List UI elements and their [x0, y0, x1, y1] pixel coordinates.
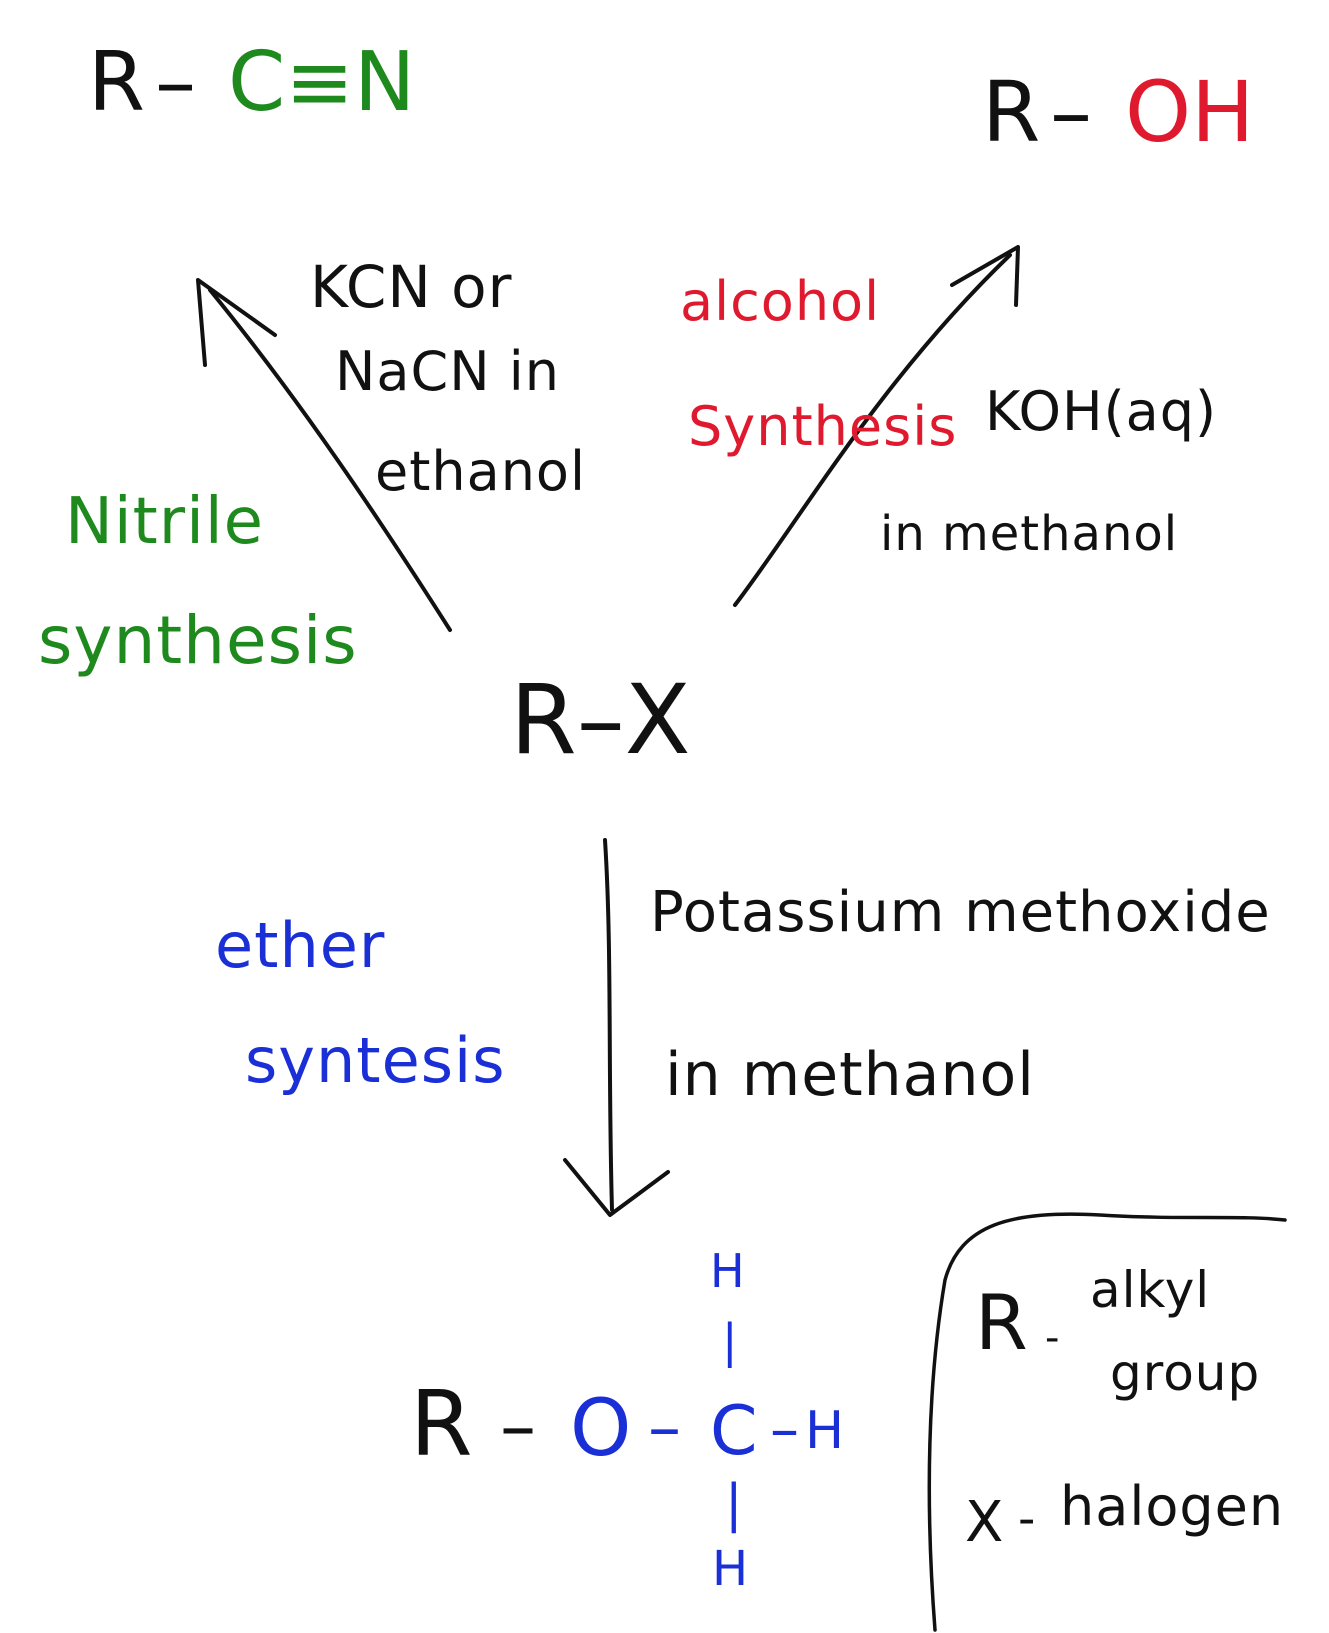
ether-synthesis-title-line1: ether [215, 909, 386, 982]
nitrile-reagent-line1: KCN or [310, 253, 513, 321]
nitrile-product-r: R [88, 35, 145, 130]
alcohol-synthesis-title-line2: Synthesis [688, 395, 958, 458]
legend-x-symbol: X [965, 1490, 1004, 1555]
ether-bond-vertical-bottom: | [725, 1474, 743, 1534]
ether-synthesis-title-line2: syntesis [245, 1024, 506, 1097]
legend-r-meaning-line1: alkyl [1090, 1261, 1211, 1319]
ether-bond-c-h: – [770, 1395, 799, 1463]
alcohol-product-bond: – [1050, 63, 1092, 161]
arrow-to-ether [563, 838, 670, 1217]
nitrile-reagent-line2: NaCN in [335, 340, 560, 403]
ether-reagent-line2: in methanol [665, 1040, 1035, 1110]
ether-product-r: R [410, 1372, 473, 1477]
ether-bond-o-c: – [648, 1389, 681, 1466]
nitrile-group: C≡N [228, 35, 416, 130]
arrow-to-alcohol [733, 245, 1020, 607]
nitrile-reagent-line3: ethanol [375, 440, 586, 503]
alcohol-synthesis-title-line1: alcohol [680, 270, 881, 333]
nitrile-product-bond: – [155, 35, 196, 130]
ether-carbon: C [710, 1392, 758, 1471]
ether-bond-r-o: – [500, 1384, 536, 1468]
legend-x-dash: - [1018, 1491, 1036, 1547]
legend-x-meaning: halogen [1060, 1475, 1285, 1538]
hydroxyl-group: OH [1125, 63, 1255, 161]
nitrile-synthesis-title-line2: synthesis [38, 602, 358, 679]
alcohol-reagent-line2: in methanol [880, 506, 1179, 562]
legend-r-meaning-line2: group [1110, 1344, 1261, 1402]
reactant-alkyl-halide: R–X [510, 664, 691, 776]
arrow-to-nitrile [196, 278, 452, 632]
ether-bond-vertical-top: | [722, 1314, 738, 1368]
alcohol-product-r: R [982, 63, 1041, 161]
nitrile-synthesis-title-line1: Nitrile [65, 485, 264, 559]
ether-hydrogen-bottom: H [712, 1541, 749, 1597]
ether-hydrogen-right: H [805, 1401, 845, 1461]
legend-r-symbol: R [975, 1278, 1028, 1367]
legend-r-dash: - [1045, 1315, 1060, 1361]
ether-oxygen: O [570, 1384, 632, 1474]
ether-hydrogen-top: H [710, 1244, 745, 1298]
ether-reagent-line1: Potassium methoxide [650, 880, 1271, 945]
legend-box-border [927, 1212, 1287, 1632]
alcohol-reagent-line1: KOH(aq) [985, 380, 1218, 443]
